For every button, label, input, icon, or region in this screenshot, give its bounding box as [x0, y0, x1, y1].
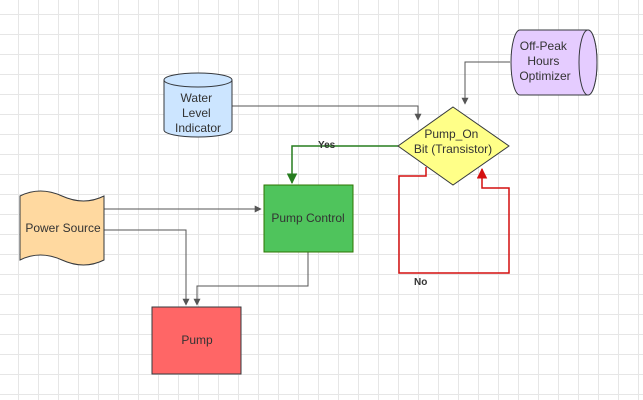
edge-pump-control-to-pump — [193, 252, 309, 306]
cylinder-top — [163, 72, 233, 88]
off-peak-line-3: Optimizer — [519, 69, 570, 83]
svg-text:Pump_On Bit (Transisto: Pump_On Bit (Transistor) — [414, 127, 492, 156]
edge-off-peak-to-pump-on — [461, 61, 510, 105]
edge-water-level-to-pump-on — [232, 105, 422, 121]
diamond-shape — [397, 106, 510, 186]
pump-label: Pump — [181, 333, 213, 347]
pump-on-line-1: Pump_On — [424, 127, 478, 141]
node-pump-control[interactable]: Pump Control — [263, 184, 354, 253]
tape-shape — [19, 190, 105, 266]
edge-yes-to-pump-control — [286, 145, 398, 185]
node-water-level-indicator[interactable]: Water Level Indicator — [163, 72, 233, 138]
node-off-peak-hours-optimizer[interactable]: Off-Peak Hours Optimizer — [510, 29, 598, 96]
off-peak-line-2: Hours — [527, 54, 559, 68]
cylinder-body — [163, 80, 233, 138]
edge-label-no: No — [414, 277, 427, 288]
water-level-line-1: Water — [181, 91, 213, 105]
pump-control-label: Pump Control — [271, 211, 344, 225]
pump-box — [151, 306, 242, 375]
edge-no-loop — [398, 167, 510, 274]
edge-power-to-pump — [104, 229, 190, 306]
horizontal-cylinder-end — [578, 29, 598, 96]
off-peak-line-1: Off-Peak — [520, 39, 568, 53]
svg-text:Water Level In: Water Level Indicator — [175, 91, 221, 135]
pump-on-line-2: Bit (Transistor) — [414, 142, 492, 156]
svg-text:Off-Peak Hours: Off-Peak Hours Optimizer — [519, 39, 570, 83]
water-level-line-2: Level — [182, 106, 211, 120]
node-pump[interactable]: Pump — [151, 306, 242, 375]
water-level-line-3: Indicator — [175, 121, 221, 135]
pump-control-box — [263, 184, 354, 253]
power-source-label: Power Source — [25, 221, 101, 235]
edge-label-yes: Yes — [318, 140, 336, 151]
node-pump-on-bit[interactable]: Pump_On Bit (Transistor) — [397, 106, 510, 186]
node-power-source[interactable]: Power Source — [19, 190, 105, 266]
